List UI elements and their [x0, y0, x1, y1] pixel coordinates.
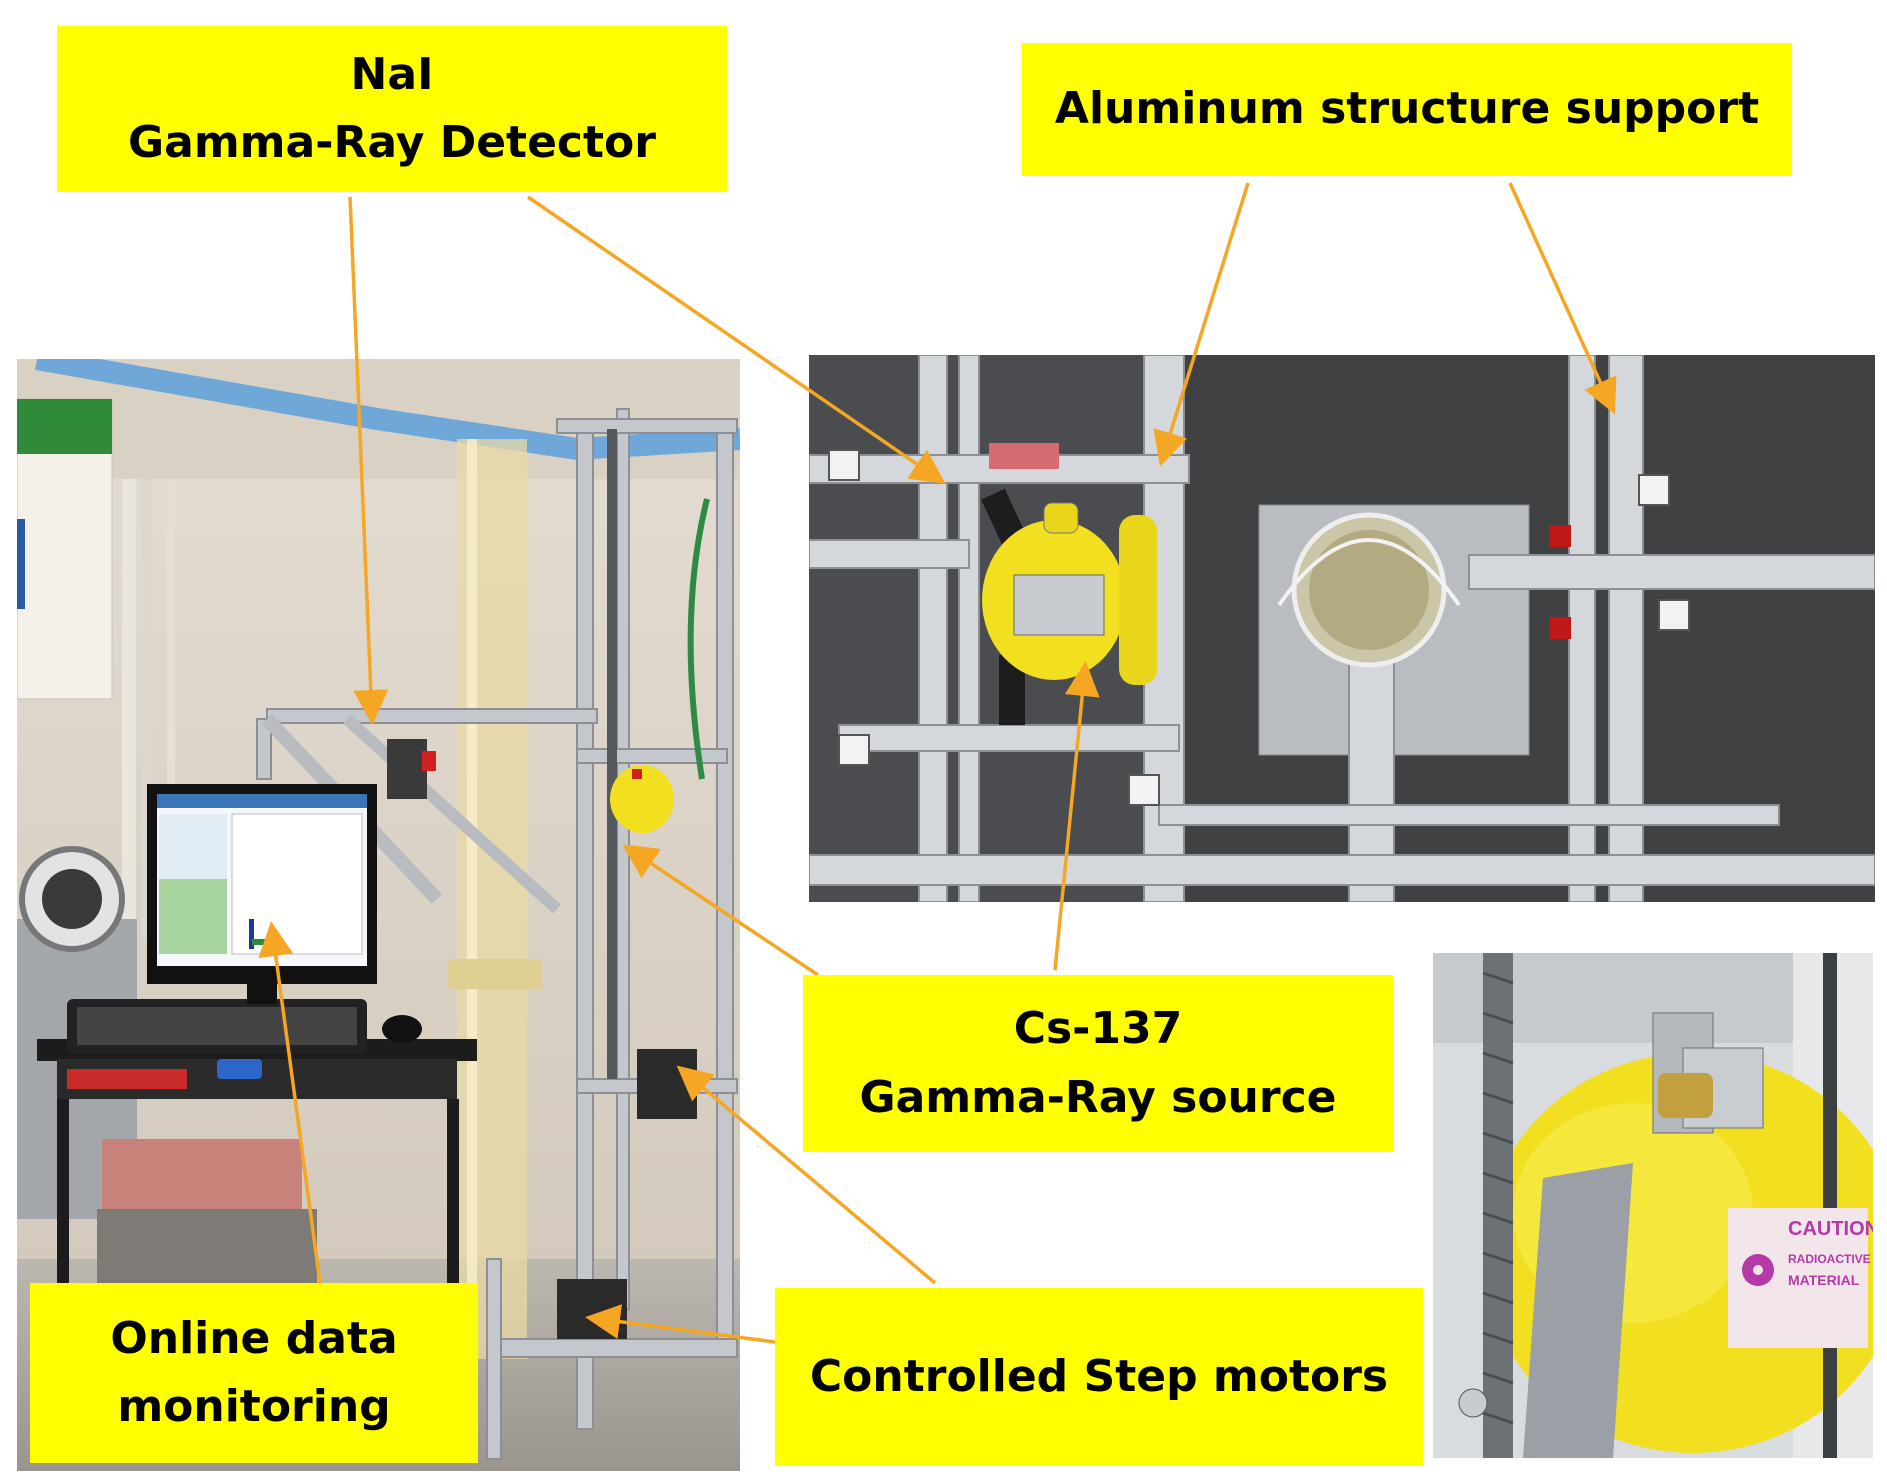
source-closeup-photo: CAUTION RADIOACTIVE MATERIAL — [1433, 953, 1873, 1458]
caution-text: CAUTION — [1788, 1218, 1873, 1240]
label-online-line2: monitoring — [117, 1381, 391, 1432]
caution-subtext: RADIOACTIVE — [1788, 1252, 1871, 1266]
label-nai-line1: NaI — [350, 48, 434, 100]
label-step-motors: Controlled Step motors — [775, 1288, 1423, 1466]
label-aluminum-line1: Aluminum structure support — [1054, 83, 1760, 135]
label-cs137-line2: Gamma-Ray source — [859, 1071, 1337, 1123]
label-online-monitoring: Online data monitoring — [30, 1283, 478, 1463]
label-cs137-line1: Cs-137 — [1013, 1003, 1183, 1055]
label-step-motors-line1: Controlled Step motors — [809, 1350, 1389, 1402]
label-nai-detector: NaI Gamma-Ray Detector — [57, 26, 727, 192]
label-nai-line2: Gamma-Ray Detector — [128, 117, 656, 168]
label-cs137-source: Cs-137 Gamma-Ray source — [803, 975, 1393, 1152]
label-online-line1: Online data — [110, 1312, 398, 1364]
label-aluminum-support: Aluminum structure support — [1022, 43, 1792, 176]
top-view-photo — [809, 355, 1875, 902]
caution-material-text: MATERIAL — [1788, 1272, 1860, 1288]
